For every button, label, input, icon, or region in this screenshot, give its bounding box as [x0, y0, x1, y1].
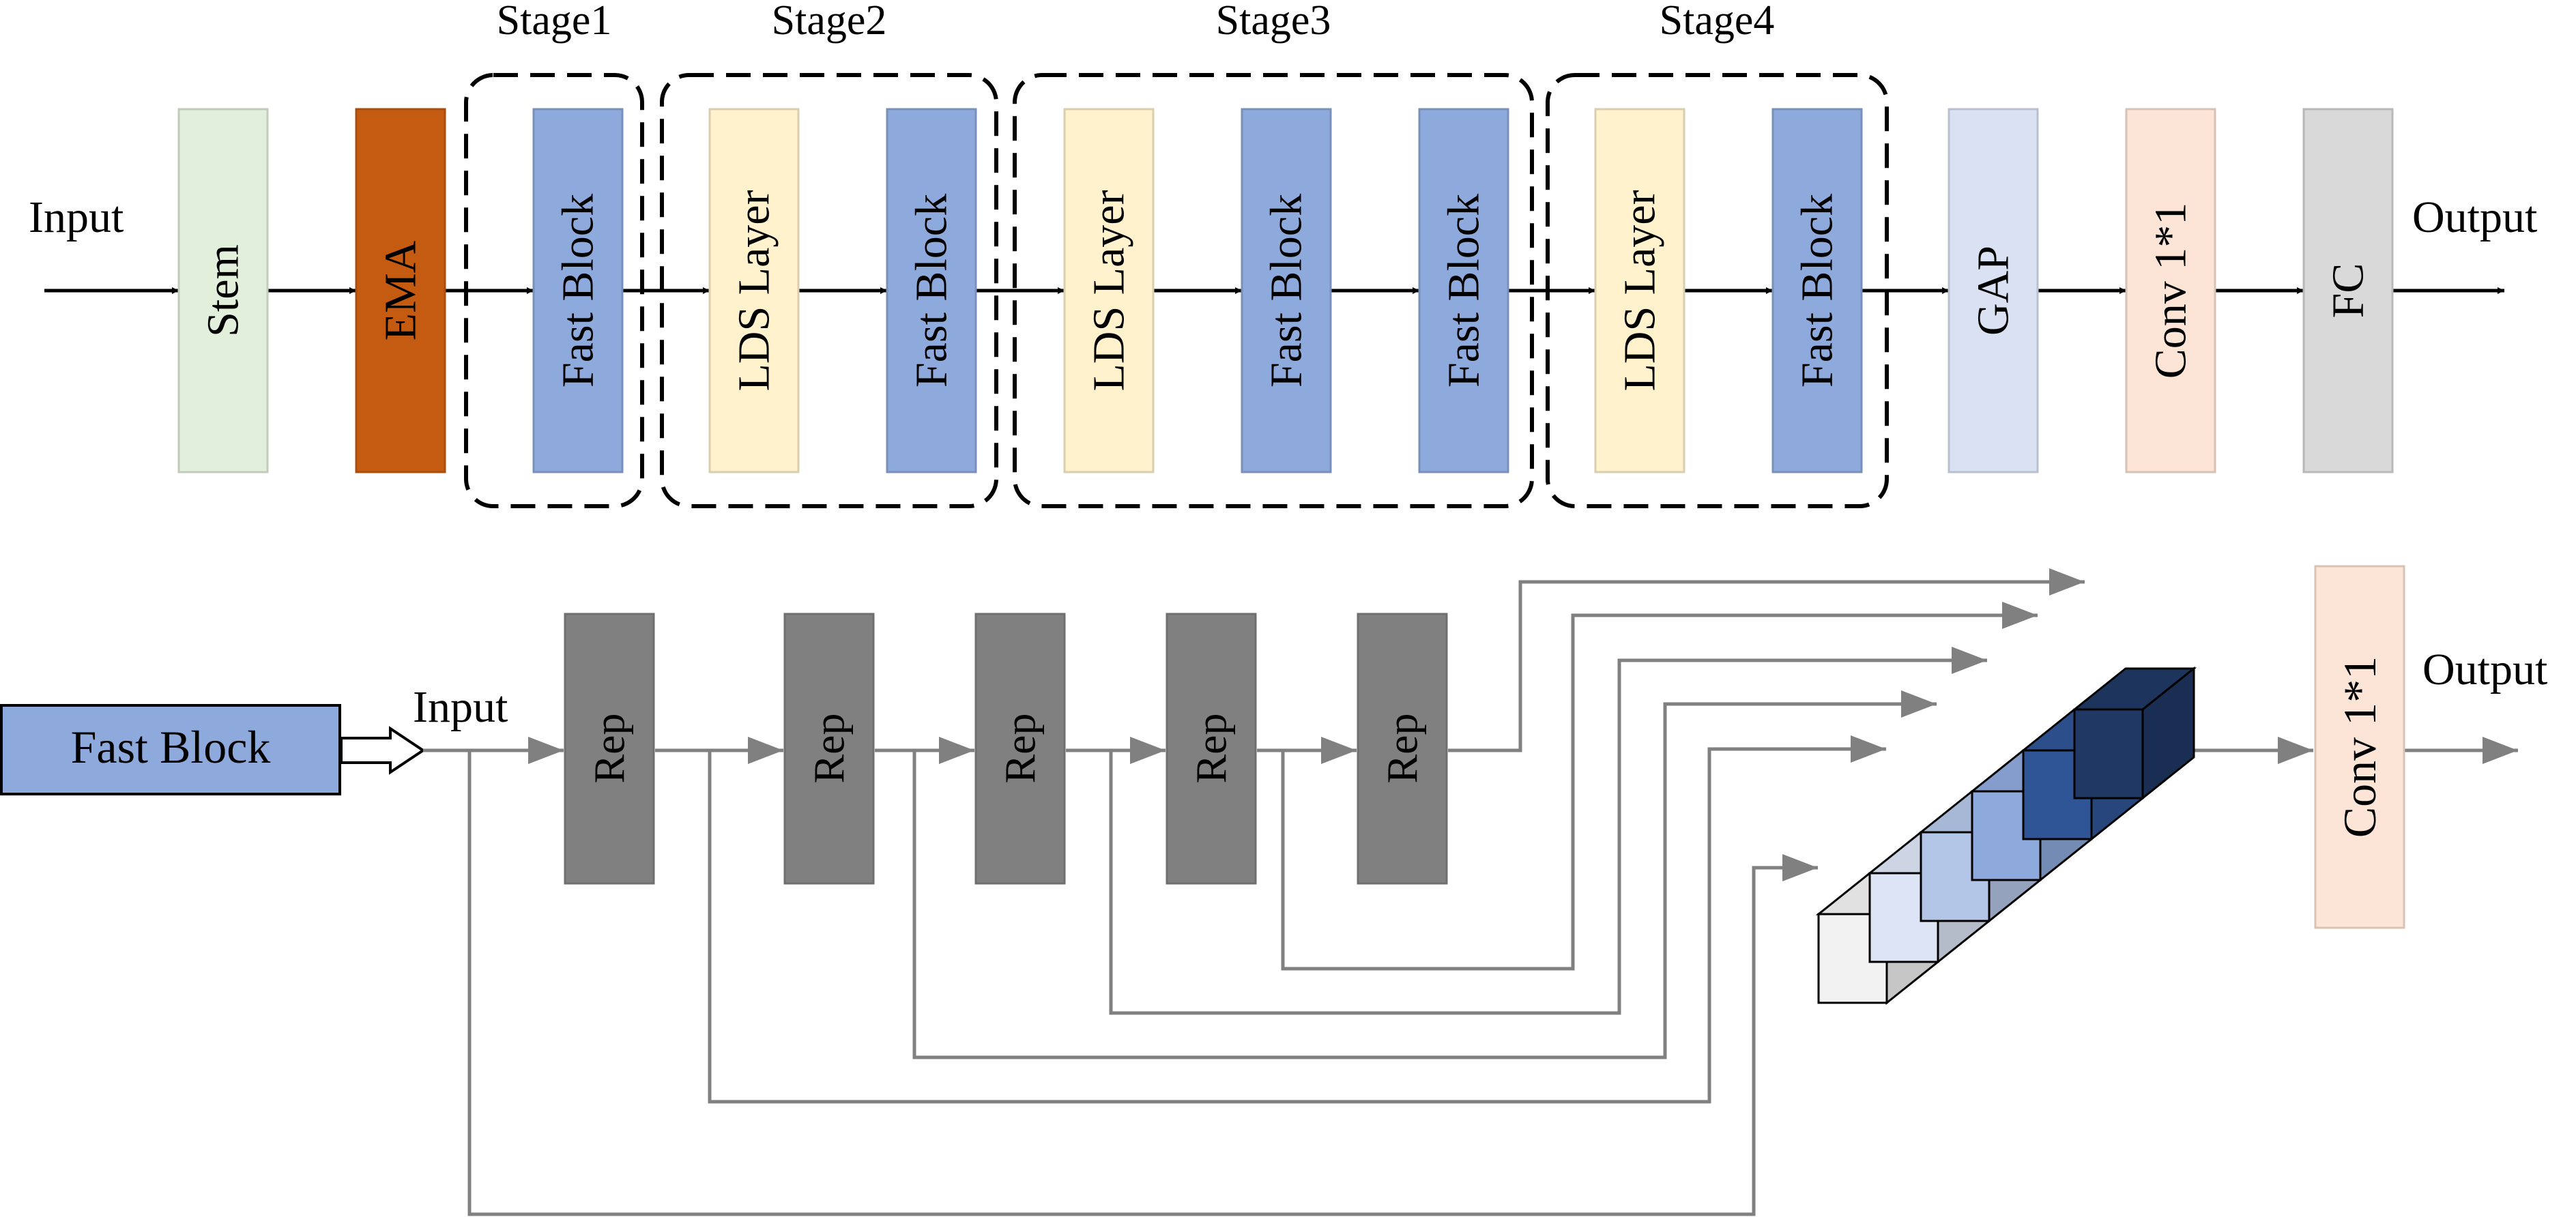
rep-blocks: Rep Rep Rep Rep Rep: [564, 613, 1448, 885]
block-s2-lds-label: LDS Layer: [729, 190, 779, 391]
block-s4-lds-rect: [1594, 108, 1685, 473]
rep-block-3-rect: [974, 613, 1066, 885]
fast-block-box: [0, 704, 341, 795]
skip-rep4-head: [2002, 602, 2038, 629]
bottom-input-label: Input: [413, 682, 508, 732]
top-pipeline: Stage1 Stage2 Stage3 Stage4 Input Output…: [29, 0, 2537, 508]
fast-block-label: Fast Block: [71, 721, 271, 773]
chain-to-rep-3-head: [939, 737, 974, 764]
skip-rep5: [1448, 580, 2085, 752]
rep-block-2-label: Rep: [805, 713, 854, 783]
block-conv-rect: [2125, 108, 2216, 473]
top-input-label: Input: [29, 192, 124, 242]
block-s1-fast: Fast Block: [532, 108, 624, 473]
block-s2-lds: LDS Layer: [708, 108, 800, 473]
stage1-label: Stage1: [497, 0, 612, 44]
chain-to-rep-1-head: [528, 737, 564, 764]
skip-rep4: [1281, 613, 2038, 971]
block-s2-fast-label: Fast Block: [907, 194, 957, 387]
block-s1-fast-label: Fast Block: [553, 194, 603, 387]
rep-block-3: Rep: [974, 613, 1066, 885]
rep-block-1-rect: [564, 613, 655, 885]
block-s3-fast1: Fast Block: [1241, 108, 1332, 473]
stage2-label: Stage2: [772, 0, 887, 44]
block-ema: EMA: [355, 108, 446, 473]
block-s2-lds-rect: [708, 108, 800, 473]
rep-block-3-label: Rep: [996, 713, 1045, 783]
block-s4-lds-label: LDS Layer: [1615, 190, 1665, 391]
skip-input: [467, 750, 1818, 1216]
bottom-conv-box: [2314, 565, 2405, 929]
block-s2-fast-rect: [886, 108, 977, 473]
block-ema-rect: [355, 108, 446, 473]
block-s3-fast1-label: Fast Block: [1262, 194, 1312, 387]
skip-rep2: [912, 702, 1937, 1059]
block-s3-lds-label: LDS Layer: [1084, 190, 1134, 391]
block-stem: Stem: [177, 108, 269, 473]
block-s3-lds-rect: [1063, 108, 1155, 473]
chain-to-rep-2-head: [748, 737, 783, 764]
skip-rep3: [1109, 658, 1987, 1015]
block-fc: FC: [2302, 108, 2394, 473]
rep-block-1-label: Rep: [585, 713, 634, 783]
block-s3-fast2: Fast Block: [1418, 108, 1509, 473]
chain-to-rep-5-head: [1321, 737, 1357, 764]
stage3-box: [1013, 73, 1534, 508]
skip-rep1-head: [1851, 735, 1886, 763]
rep-block-2-rect: [783, 613, 875, 885]
rep-block-4-label: Rep: [1187, 713, 1236, 783]
top-blocks: Stem EMA Fast Block LDS Layer Fast Block LDS …: [177, 108, 2394, 473]
to-conv-head: [2278, 737, 2313, 764]
hollow-arrow: [340, 726, 426, 775]
skip-rep1: [708, 747, 1886, 1104]
block-fc-label: FC: [2324, 263, 2373, 319]
block-conv-label: Conv 1*1: [2146, 203, 2196, 379]
rep-block-2: Rep: [783, 613, 875, 885]
block-gap-label: GAP: [1969, 246, 2018, 336]
block-s4-fast-rect: [1771, 108, 1863, 473]
feature-cube-stack: [1815, 666, 2197, 1006]
rep-block-4-rect: [1166, 613, 1257, 885]
bottom-output-label: Output: [2422, 645, 2547, 694]
rep-block-4: Rep: [1166, 613, 1257, 885]
skip-connections: [423, 568, 2518, 1216]
stage3-label: Stage3: [1216, 0, 1331, 44]
block-fc-rect: [2302, 108, 2394, 473]
to-output-head: [2483, 737, 2518, 764]
skip-rep3-head: [1952, 647, 1987, 674]
bottom-conv-label: Conv 1*1: [2334, 656, 2386, 838]
rep-block-5-label: Rep: [1378, 713, 1427, 783]
block-s2-fast: Fast Block: [886, 108, 977, 473]
block-s1-fast-rect: [532, 108, 624, 473]
rep-block-5: Rep: [1357, 613, 1448, 885]
block-stem-rect: [177, 108, 269, 473]
block-s3-fast2-rect: [1418, 108, 1509, 473]
block-s3-fast2-label: Fast Block: [1439, 194, 1489, 387]
block-s3-lds: LDS Layer: [1063, 108, 1155, 473]
block-s4-lds: LDS Layer: [1594, 108, 1685, 473]
skip-input-head: [1782, 854, 1818, 881]
block-stem-label: Stem: [199, 244, 248, 337]
rep-block-5-rect: [1357, 613, 1448, 885]
skip-rep5-head: [2049, 568, 2085, 596]
block-gap: GAP: [1948, 108, 2039, 473]
block-conv: Conv 1*1: [2125, 108, 2216, 473]
block-gap-rect: [1948, 108, 2039, 473]
chain-to-rep-4-head: [1130, 737, 1166, 764]
block-s3-fast1-rect: [1241, 108, 1332, 473]
block-s4-fast-label: Fast Block: [1793, 194, 1842, 387]
feature-cube-6-front: [2073, 708, 2144, 800]
block-s4-fast: Fast Block: [1771, 108, 1863, 473]
block-ema-label: EMA: [376, 240, 426, 340]
feature-cube-6: [2071, 666, 2197, 801]
rep-block-1: Rep: [564, 613, 655, 885]
top-output-label: Output: [2412, 192, 2537, 242]
stage4-label: Stage4: [1660, 0, 1775, 44]
skip-rep2-head: [1901, 690, 1937, 718]
